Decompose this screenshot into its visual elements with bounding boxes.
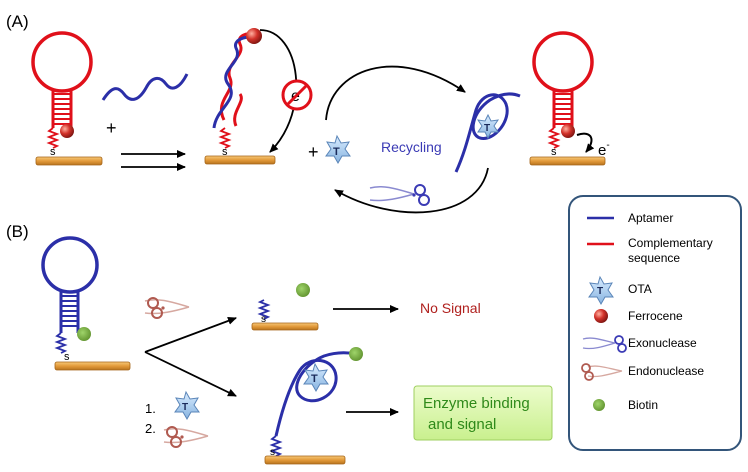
recycling-label: Recycling	[381, 139, 442, 155]
ferrocene-ball	[60, 124, 74, 138]
aptamer-ota-complex: T	[454, 92, 521, 173]
free-aptamer-strand	[101, 73, 189, 101]
ota-star-icon: T	[588, 275, 614, 306]
biotin-dot	[296, 283, 310, 297]
no-signal-label: No Signal	[420, 300, 481, 316]
thiol-label: s	[222, 146, 228, 158]
gold-electrode	[529, 156, 606, 166]
legend-aptamer: Aptamer	[628, 211, 673, 225]
gold-electrode	[204, 155, 276, 165]
panel-a-label: (A)	[6, 12, 29, 31]
biotin-dot	[349, 347, 363, 361]
legend-box: Aptamer Complementary sequence T OTA Fer…	[568, 195, 742, 451]
step-1-label: 1.	[145, 401, 156, 416]
svg-text:T: T	[333, 146, 340, 158]
gold-electrode	[35, 156, 103, 166]
panel-b-label: (B)	[6, 222, 29, 241]
ferrocene-ball	[246, 28, 262, 44]
blocked-electron-icon: e	[281, 79, 313, 111]
ota-target-icon: T	[174, 390, 200, 421]
thiol-label: s	[64, 351, 70, 363]
enzyme-binding-line2: and signal	[428, 416, 496, 433]
aptamer-ota-biotin-complex: T s	[264, 347, 363, 465]
legend-complementary: Complementary	[628, 236, 713, 250]
svg-text:T: T	[597, 286, 603, 297]
step-2-label: 2.	[145, 421, 156, 436]
hairpin-probe-a2: s	[529, 31, 606, 166]
endonuclease-scissors-icon	[581, 363, 623, 381]
svg-text:T: T	[182, 402, 188, 413]
plus-sign-1: +	[106, 118, 117, 138]
arrow-b-lower	[144, 351, 237, 397]
electron-path-arc	[259, 29, 298, 153]
thiol-label: s	[50, 146, 56, 158]
legend-biotin: Biotin	[628, 398, 658, 412]
thiol-label: s	[551, 146, 557, 158]
gold-electrode	[54, 361, 131, 371]
exonuclease-scissors-icon	[582, 335, 627, 353]
gold-electrode	[251, 322, 319, 331]
aptamer-probe-b: s	[41, 236, 131, 371]
legend-exonuclease: Exonuclease	[628, 336, 697, 350]
gold-electrode	[264, 455, 346, 465]
recycling-bottom-arc	[334, 167, 489, 214]
legend-endonuclease: Endonuclease	[628, 364, 704, 378]
svg-text:T: T	[311, 373, 318, 385]
ferrocene-ball	[561, 124, 575, 138]
enzyme-binding-line1: Enzyme binding	[423, 395, 530, 412]
thiol-label: s	[270, 447, 275, 458]
svg-text:T: T	[484, 123, 490, 134]
legend-complementary-line2: sequence	[628, 251, 680, 265]
biotin-dot-icon	[593, 399, 605, 411]
electron-transfer-arrow	[576, 132, 595, 153]
electron-out-label: e-	[598, 140, 610, 159]
endonuclease-scissors-icon	[163, 426, 209, 448]
plus-sign-2: +	[308, 142, 319, 162]
biotin-dot	[77, 327, 91, 341]
duplex-probe: s	[204, 28, 276, 165]
recycling-top-arc	[325, 65, 466, 121]
cleaved-probe-upper: s	[251, 283, 319, 331]
hairpin-probe-a1: s	[31, 31, 103, 166]
ferrocene-ball-icon	[594, 309, 608, 323]
legend-ferrocene: Ferrocene	[628, 309, 683, 323]
thiol-label: s	[261, 314, 266, 325]
arrow-b-upper	[144, 317, 237, 353]
exonuclease-scissors-icon	[369, 184, 430, 206]
enzyme-binding-box: Enzyme binding and signal	[413, 385, 553, 441]
legend-ota: OTA	[628, 282, 652, 296]
ota-target-icon: T	[325, 134, 351, 165]
endonuclease-scissors-icon	[144, 297, 190, 319]
